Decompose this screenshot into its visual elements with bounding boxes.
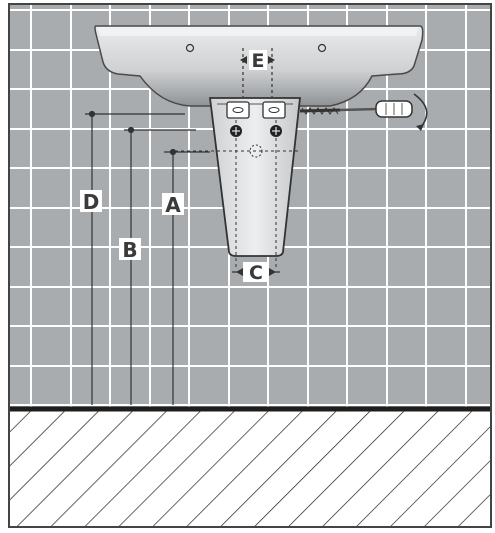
bracket-slot-left [232, 107, 244, 113]
fixing-bolt-right-cross [272, 127, 280, 135]
label-D-background [80, 190, 102, 212]
tap-hole-left [185, 43, 195, 53]
dimension-E-arrow-right [268, 56, 275, 64]
dimension-D-dot [88, 110, 96, 118]
dimension-B-dot [127, 126, 135, 134]
pedestal [175, 97, 302, 270]
fixing-bolt-left-cross [232, 127, 240, 135]
dimension-A-dot [169, 148, 177, 156]
label-E-background [249, 50, 267, 70]
dimension-C-arrow-right [269, 268, 276, 276]
diagram-frame [8, 3, 492, 528]
tap-hole-right [317, 43, 327, 53]
label-A: A [165, 193, 181, 217]
drain-outlet [249, 144, 263, 158]
screwdriver-assembly [299, 93, 428, 131]
pedestal-body [208, 97, 302, 257]
rotation-arrow-head [416, 124, 424, 131]
screwdriver-shaft [339, 107, 379, 112]
basin-rim-highlight [98, 27, 418, 36]
screw-thread [301, 107, 339, 115]
floor-hatching [9, 409, 491, 527]
label-E: E [252, 50, 265, 72]
floor [9, 406, 491, 527]
bracket-slot-right [268, 107, 280, 113]
label-D: D [83, 190, 100, 214]
wall-bracket-left [226, 101, 250, 119]
label-A-background [162, 193, 184, 215]
dimension-C-arrow-left [236, 268, 243, 276]
label-C-background [243, 262, 269, 282]
label-B: B [122, 238, 137, 262]
dimension-E-arrow-left [240, 56, 247, 64]
label-C: C [249, 262, 263, 284]
label-B-background [119, 238, 141, 260]
wall-bracket-right [262, 101, 286, 119]
dimension-arrows [236, 56, 276, 276]
